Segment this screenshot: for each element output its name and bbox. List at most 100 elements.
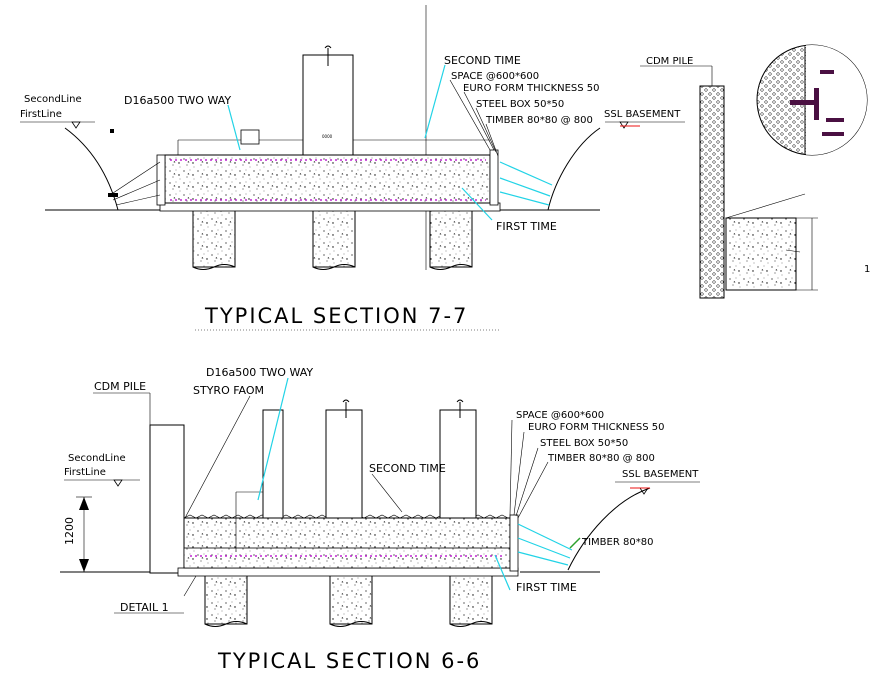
pile-66-break-2: [329, 621, 373, 627]
small-block: [240, 129, 260, 145]
dim-66-label: 1200: [63, 517, 76, 545]
timber-green: [569, 537, 581, 549]
wall-hook-2: [342, 399, 350, 403]
second-time-label: SECOND TIME: [444, 54, 521, 67]
pile-3: [429, 204, 473, 268]
pile-66-3: [449, 571, 493, 625]
detail-66-leader: [183, 575, 197, 597]
styro-label: STYRO FAOM: [193, 384, 264, 397]
marker-square: [110, 129, 114, 133]
steel-box-label: STEEL BOX 50*50: [476, 99, 564, 110]
styro-leader: [184, 395, 251, 519]
rebar-66-leader: [257, 377, 289, 501]
strut-right-3: [499, 191, 550, 206]
detail-tick: 1: [864, 264, 870, 275]
section-66-title: TYPICAL SECTION 6-6: [217, 649, 481, 673]
dim-66-arrow-bottom: [79, 559, 89, 572]
section-6-6: SecondLine FirstLine 1200 D16a500 TWO WA…: [60, 366, 700, 673]
strut-2: [112, 179, 161, 201]
detail-mark: [785, 249, 801, 253]
pile-break-3: [429, 264, 473, 270]
strut-66-3: [517, 551, 569, 566]
slab-66-base: [183, 547, 511, 569]
euro-leader: [463, 91, 495, 151]
second-time-66-leader: [371, 473, 403, 513]
ssl-66-label: SSL BASEMENT: [622, 469, 699, 480]
detail-cdm-pile: CDM PILE 1: [640, 44, 870, 299]
level-66-first: FirstLine: [64, 467, 106, 478]
cdm-pile-66: [149, 424, 185, 574]
slope-left: [64, 127, 119, 211]
steelbox-66-leader: [515, 447, 539, 517]
wall-1: [262, 409, 284, 519]
first-time-leader: [461, 187, 493, 221]
pile-66-break-1: [204, 621, 248, 627]
rebar-66-label: D16a500 TWO WAY: [206, 366, 313, 379]
timber-66-label: TIMBER 80*80 @ 800: [547, 453, 655, 464]
detail-pile: [699, 85, 725, 299]
ssl-label: SSL BASEMENT: [604, 109, 681, 120]
steelbox-leader: [475, 107, 497, 153]
euro-66-leader: [513, 431, 525, 516]
level-second-label: SecondLine: [24, 94, 82, 105]
lean-66: [177, 567, 519, 577]
slope-right: [547, 127, 601, 211]
strut-66-1: [517, 523, 573, 551]
pile-66-2: [329, 571, 373, 625]
timber-66-leader: [517, 461, 549, 519]
stake-left: [108, 193, 118, 197]
pile-66-break-3: [449, 621, 493, 627]
slope-66-right: [567, 487, 651, 571]
first-time-66-leader: [494, 554, 511, 591]
space-66-leader: [509, 419, 513, 516]
small-note: 0000: [322, 134, 333, 139]
cdm-66-label: CDM PILE: [94, 380, 146, 393]
form-right: [489, 149, 499, 206]
timber-leader: [485, 123, 499, 157]
space-leader: [449, 79, 491, 151]
zoom-steel-4: [826, 118, 844, 122]
level-66-triangle: [113, 479, 123, 487]
wall-3: [439, 409, 477, 519]
pile-break-2: [312, 264, 356, 270]
section-77-title: TYPICAL SECTION 7-7: [204, 304, 468, 328]
section-7-7: 0000 SecondLine FirstLine D16a500 TWO WA…: [20, 5, 685, 331]
space-66-label: SPACE @600*600: [516, 410, 604, 421]
strut-1: [109, 161, 161, 196]
lean-concrete: [159, 202, 501, 212]
column-bar-hook: [324, 45, 332, 49]
detail-foundation: [725, 217, 797, 291]
ssl-triangle: [619, 121, 629, 129]
steel-box-66-label: STEEL BOX 50*50: [540, 438, 628, 449]
rebar-label: D16a500 TWO WAY: [124, 94, 231, 107]
column: [302, 54, 354, 156]
rebar-leader: [227, 104, 241, 151]
dim-66-arrow-top: [79, 497, 89, 510]
zoom-steel-3: [820, 70, 834, 74]
wall-2: [325, 409, 363, 519]
first-time-66-label: FIRST TIME: [516, 581, 577, 594]
detail-66-label: DETAIL 1: [120, 601, 169, 614]
pile-break-1: [192, 264, 236, 270]
pile-66-1: [204, 571, 248, 625]
zoom-steel-1: [790, 100, 818, 105]
zoom-steel-5: [822, 132, 844, 136]
level-first-label: FirstLine: [20, 109, 62, 120]
second-time-leader: [424, 64, 446, 139]
wall-hook-3: [456, 399, 464, 403]
pile-1: [192, 204, 236, 268]
pile-2: [312, 204, 356, 268]
slab: [164, 154, 491, 204]
detail-cdm-label: CDM PILE: [646, 56, 693, 67]
space-label: SPACE @600*600: [451, 71, 539, 82]
level-66-second: SecondLine: [68, 453, 126, 464]
strut-66-2: [517, 537, 571, 559]
strut-3: [115, 194, 161, 206]
strut-right-2: [499, 177, 551, 197]
form-66-right: [509, 514, 519, 572]
zoom-steel-2: [814, 88, 819, 120]
euro-66-label: EURO FORM THICKNESS 50: [528, 422, 665, 433]
first-time-label: FIRST TIME: [496, 220, 557, 233]
timber-label: TIMBER 80*80 @ 800: [485, 115, 593, 126]
